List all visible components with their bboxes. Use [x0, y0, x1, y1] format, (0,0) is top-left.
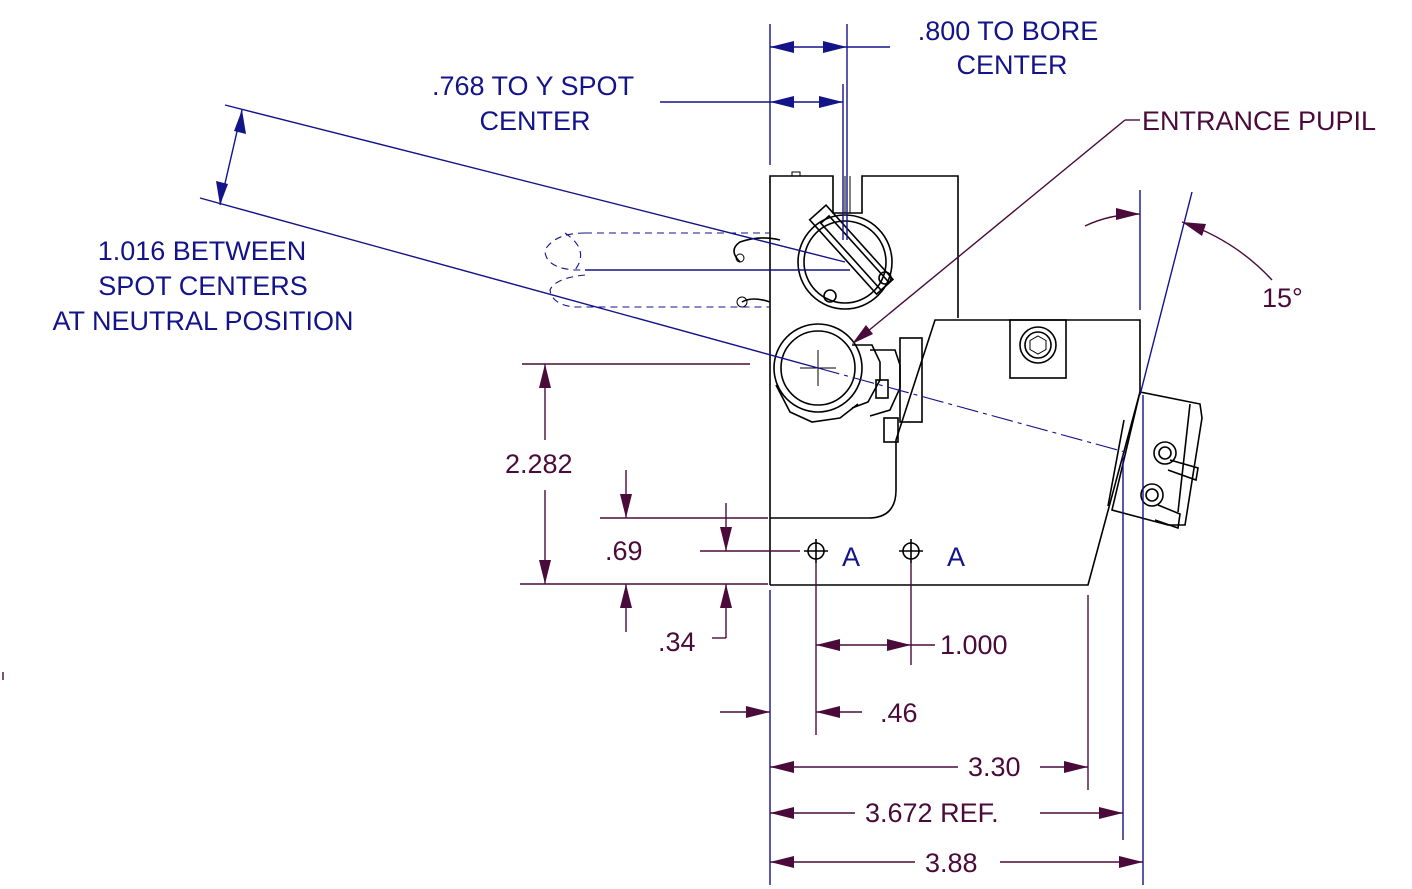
label-entrance-pupil: ENTRANCE PUPIL	[1142, 106, 1376, 136]
label-3672: 3.672 REF.	[865, 798, 999, 828]
upper-mirror-mount	[733, 203, 895, 310]
label-1016-line3: AT NEUTRAL POSITION	[52, 306, 353, 336]
label-1016-line2: SPOT CENTERS	[98, 271, 308, 301]
label-768-line2: CENTER	[479, 106, 590, 136]
hole-label-a-2: A	[947, 542, 965, 572]
hidden-lines	[544, 232, 1126, 453]
hole-label-a-1: A	[842, 542, 860, 572]
dimension-labels: .800 TO BORE CENTER .768 TO Y SPOT CENTE…	[52, 16, 1376, 878]
label-69: .69	[605, 536, 643, 566]
label-46: .46	[880, 698, 918, 728]
label-1016-line1: 1.016 BETWEEN	[98, 236, 307, 266]
label-388: 3.88	[925, 848, 978, 878]
mounting-holes	[804, 539, 923, 563]
label-330: 3.30	[968, 752, 1021, 782]
label-1000: 1.000	[940, 630, 1008, 660]
label-2282: 2.282	[505, 449, 573, 479]
label-angle-15: 15°	[1262, 283, 1303, 313]
part-outline	[769, 171, 1141, 586]
label-34: .34	[658, 627, 696, 657]
label-800-line2: CENTER	[956, 50, 1067, 80]
dimension-lines-blue	[199, 24, 1193, 885]
label-800-line1: .800 TO BORE	[918, 16, 1099, 46]
right-side-mount	[1107, 391, 1203, 530]
label-768-line1: .768 TO Y SPOT	[432, 71, 634, 101]
lower-mirror-mount	[773, 323, 923, 443]
dimension-lines-maroon	[2, 119, 1273, 868]
